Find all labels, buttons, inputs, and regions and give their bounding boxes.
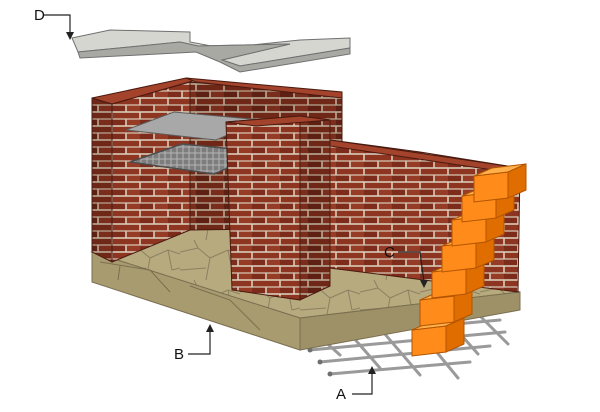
highlighted-brick [473, 163, 527, 203]
countertop-slab [71, 29, 351, 73]
wall-caps [91, 77, 343, 105]
label-c: C [384, 244, 395, 261]
label-d: D [34, 7, 45, 24]
label-a: A [336, 386, 346, 403]
callout-leaders [44, 14, 425, 395]
callout-arrowheads [66, 32, 428, 374]
left-chamber-left-wall [91, 97, 113, 263]
center-pillar [225, 115, 331, 301]
highlighted-bricks [411, 163, 527, 357]
highlighted-brick [411, 317, 465, 357]
label-b: B [174, 346, 184, 363]
